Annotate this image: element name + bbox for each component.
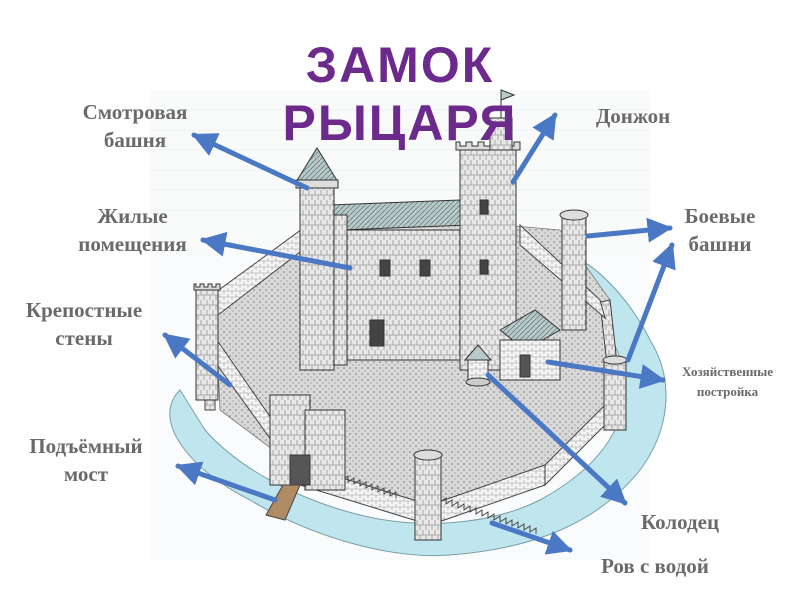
label-watch-tower: Смотровая башня [55, 98, 215, 154]
label-watch-tower-line-1: Смотровая [82, 100, 188, 124]
label-living-quarters-line-1: Жилые [97, 204, 168, 228]
label-battle-towers-line-2: башни [688, 232, 752, 256]
label-donjon: Донжон [568, 102, 698, 130]
arrow-living-quarters [200, 231, 353, 271]
arrow-watch-tower [191, 132, 310, 191]
label-fortress-walls-line-2: стены [55, 326, 113, 350]
label-drawbridge-line-1: Подъёмный [29, 434, 143, 458]
diagram-title: ЗАМОК РЫЦАРЯ [250, 36, 550, 152]
title-line-1: ЗАМОК [305, 37, 495, 93]
label-fortress-walls-line-1: Крепостные [25, 298, 143, 322]
drawbridge-shape [265, 484, 301, 521]
label-outbuildings-line-1: Хозяйственные [681, 364, 774, 379]
arrow-outbuildings [545, 359, 666, 389]
well [463, 344, 493, 387]
label-outbuildings-line-2: постройка [696, 384, 759, 399]
label-watch-tower-line-2: башня [103, 128, 167, 152]
label-living-quarters: Жилые помещения [45, 202, 220, 258]
label-battle-towers-line-1: Боевые [684, 204, 756, 228]
title-line-2: РЫЦАРЯ [282, 95, 518, 151]
arrow-moat [489, 520, 573, 555]
label-battle-towers: Боевые башни [660, 202, 780, 258]
label-fortress-walls: Крепостные стены [4, 296, 164, 352]
arrow-donjon [510, 112, 558, 185]
arrow-battle-towers-2 [625, 242, 676, 363]
watch-tower [295, 147, 339, 371]
label-drawbridge: Подъёмный мост [6, 432, 166, 488]
arrow-fortress-walls [162, 332, 233, 388]
label-living-quarters-line-2: помещения [78, 232, 187, 256]
label-moat: Ров с водой [570, 552, 740, 580]
arrows [162, 112, 676, 555]
arrow-drawbridge [175, 461, 278, 503]
inner-keep [324, 199, 471, 366]
arrow-well [485, 372, 628, 506]
label-well: Колодец [620, 508, 740, 536]
arrow-battle-towers-1 [585, 217, 673, 243]
label-well-line-1: Колодец [640, 510, 720, 534]
label-donjon-line-1: Донжон [595, 104, 671, 128]
label-outbuildings: Хозяйственные постройка [660, 362, 795, 402]
label-moat-line-1: Ров с водой [601, 554, 709, 578]
label-drawbridge-line-2: мост [63, 462, 109, 486]
